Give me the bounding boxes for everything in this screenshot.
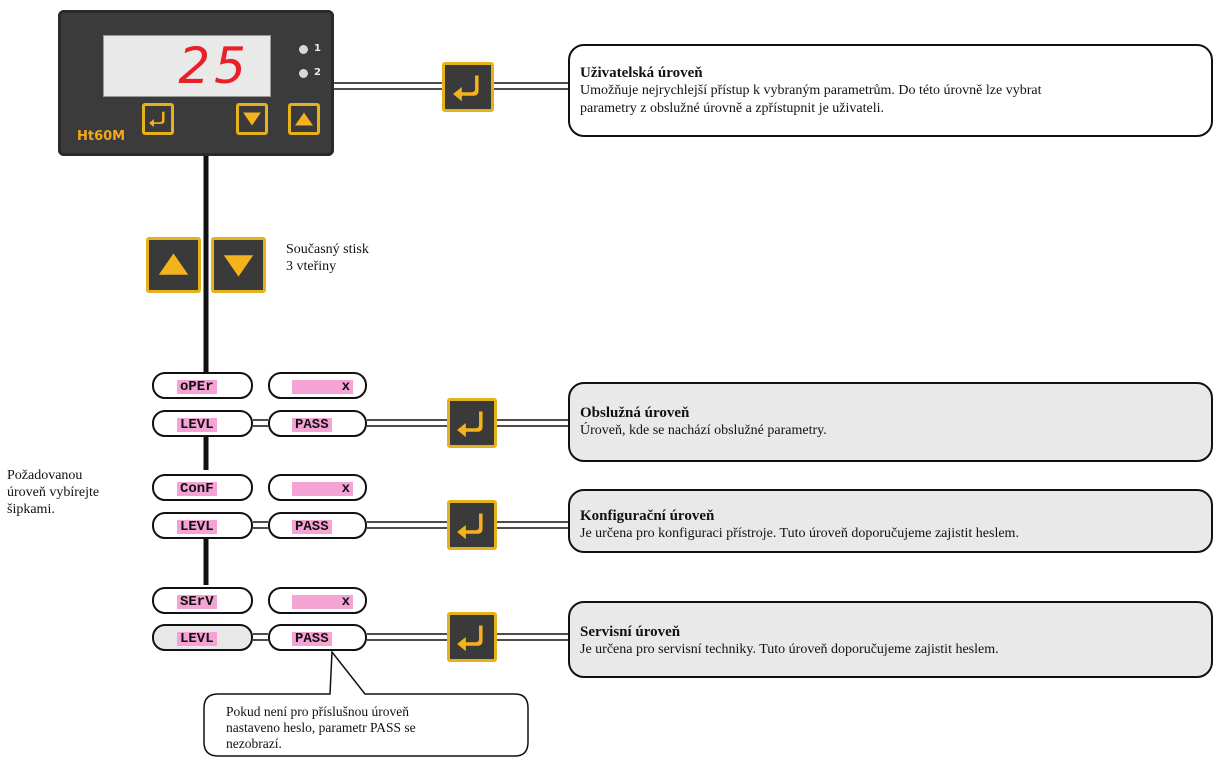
simultaneous-press-line2: 3 vteřiny xyxy=(286,259,337,274)
param-value-text: x xyxy=(292,595,353,609)
config-level-desc: Je určena pro konfiguraci přístroje. Tut… xyxy=(580,526,1019,541)
param-code-text: ConF xyxy=(177,482,217,496)
param-level-text: LEVL xyxy=(177,418,217,432)
callout-line2: nastaveno heslo, parametr PASS se xyxy=(226,720,416,735)
callout-line3: nezobrazí. xyxy=(226,736,282,751)
user-level-title: Uživatelská úroveň xyxy=(580,65,703,81)
service-level-title: Servisní úroveň xyxy=(580,624,681,640)
arrow-down-icon xyxy=(223,255,254,277)
device-brand: Ht60M xyxy=(77,129,126,144)
param-level-text: LEVL xyxy=(177,520,217,534)
operator-level-title: Obslužná úroveň xyxy=(580,405,690,421)
param-value-text: x xyxy=(292,482,353,496)
service-level-box: Servisní úroveň Je určena pro servisní t… xyxy=(568,601,1213,678)
config-level-enter-button[interactable] xyxy=(447,500,497,550)
param-conf-pass: PASS xyxy=(268,512,367,539)
side-note-line2: úroveň vybírejte xyxy=(7,485,100,500)
level-selection-note: Požadovanou úroveň vybírejte šipkami. xyxy=(7,467,99,518)
simultaneous-press-line1: Současný stisk xyxy=(286,242,369,257)
device-down-button[interactable] xyxy=(236,103,268,135)
param-conf-code: ConF xyxy=(152,474,253,501)
down-arrow-button[interactable] xyxy=(211,237,266,293)
display-value: 25 xyxy=(178,37,250,95)
side-note-line3: šipkami. xyxy=(7,502,55,517)
led-1-indicator xyxy=(299,45,308,54)
enter-icon xyxy=(457,411,483,438)
device-panel: 25 1 2 Ht60M xyxy=(58,10,334,156)
operator-level-desc: Úroveň, kde se nachází obslužné parametr… xyxy=(580,423,827,438)
service-level-desc: Je určena pro servisní techniky. Tuto úr… xyxy=(580,642,999,657)
param-serv-pass: PASS xyxy=(268,624,367,651)
param-code-text: oPEr xyxy=(177,380,217,394)
config-level-title: Konfigurační úroveň xyxy=(580,508,715,524)
arrow-down-icon xyxy=(243,112,261,126)
device-display: 25 xyxy=(103,35,271,97)
enter-icon xyxy=(453,75,479,102)
param-pass-text: PASS xyxy=(292,418,332,432)
param-conf-value: x xyxy=(268,474,367,501)
param-oper-value: x xyxy=(268,372,367,399)
operator-level-box: Obslužná úroveň Úroveň, kde se nachází o… xyxy=(568,382,1213,462)
user-level-desc-line2: parametry z obslužné úrovně a zpřístupni… xyxy=(580,101,885,116)
side-note-line1: Požadovanou xyxy=(7,468,83,483)
led-1-label: 1 xyxy=(314,43,321,54)
param-serv-code: SErV xyxy=(152,587,253,614)
param-level-text: LEVL xyxy=(177,632,217,646)
led-2-indicator xyxy=(299,69,308,78)
param-oper-level: LEVL xyxy=(152,410,253,437)
device-up-button[interactable] xyxy=(288,103,320,135)
operator-level-enter-button[interactable] xyxy=(447,398,497,448)
param-oper-pass: PASS xyxy=(268,410,367,437)
param-serv-level: LEVL xyxy=(152,624,253,651)
param-pass-text: PASS xyxy=(292,520,332,534)
device-enter-button[interactable] xyxy=(142,103,174,135)
param-code-text: SErV xyxy=(177,595,217,609)
simultaneous-press-note: Současný stisk 3 vteřiny xyxy=(286,241,369,275)
user-level-desc-line1: Umožňuje nejrychlejší přístup k vybraným… xyxy=(580,83,1042,98)
enter-icon xyxy=(457,513,483,540)
user-level-box: Uživatelská úroveň Umožňuje nejrychlejší… xyxy=(568,44,1213,137)
param-value-text: x xyxy=(292,380,353,394)
param-pass-text: PASS xyxy=(292,632,332,646)
param-serv-value: x xyxy=(268,587,367,614)
param-conf-level: LEVL xyxy=(152,512,253,539)
callout-line1: Pokud není pro příslušnou úroveň xyxy=(226,704,409,719)
arrow-up-icon xyxy=(295,112,313,126)
user-level-enter-button[interactable] xyxy=(442,62,494,112)
led-2-label: 2 xyxy=(314,67,321,78)
up-arrow-button[interactable] xyxy=(146,237,201,293)
callout-bubble xyxy=(203,649,529,757)
config-level-box: Konfigurační úroveň Je určena pro konfig… xyxy=(568,489,1213,553)
pass-callout-text: Pokud není pro příslušnou úroveň nastave… xyxy=(226,704,516,752)
service-level-enter-button[interactable] xyxy=(447,612,497,662)
enter-icon xyxy=(149,111,165,128)
arrow-up-icon xyxy=(158,253,189,275)
enter-icon xyxy=(457,625,483,652)
param-oper-code: oPEr xyxy=(152,372,253,399)
